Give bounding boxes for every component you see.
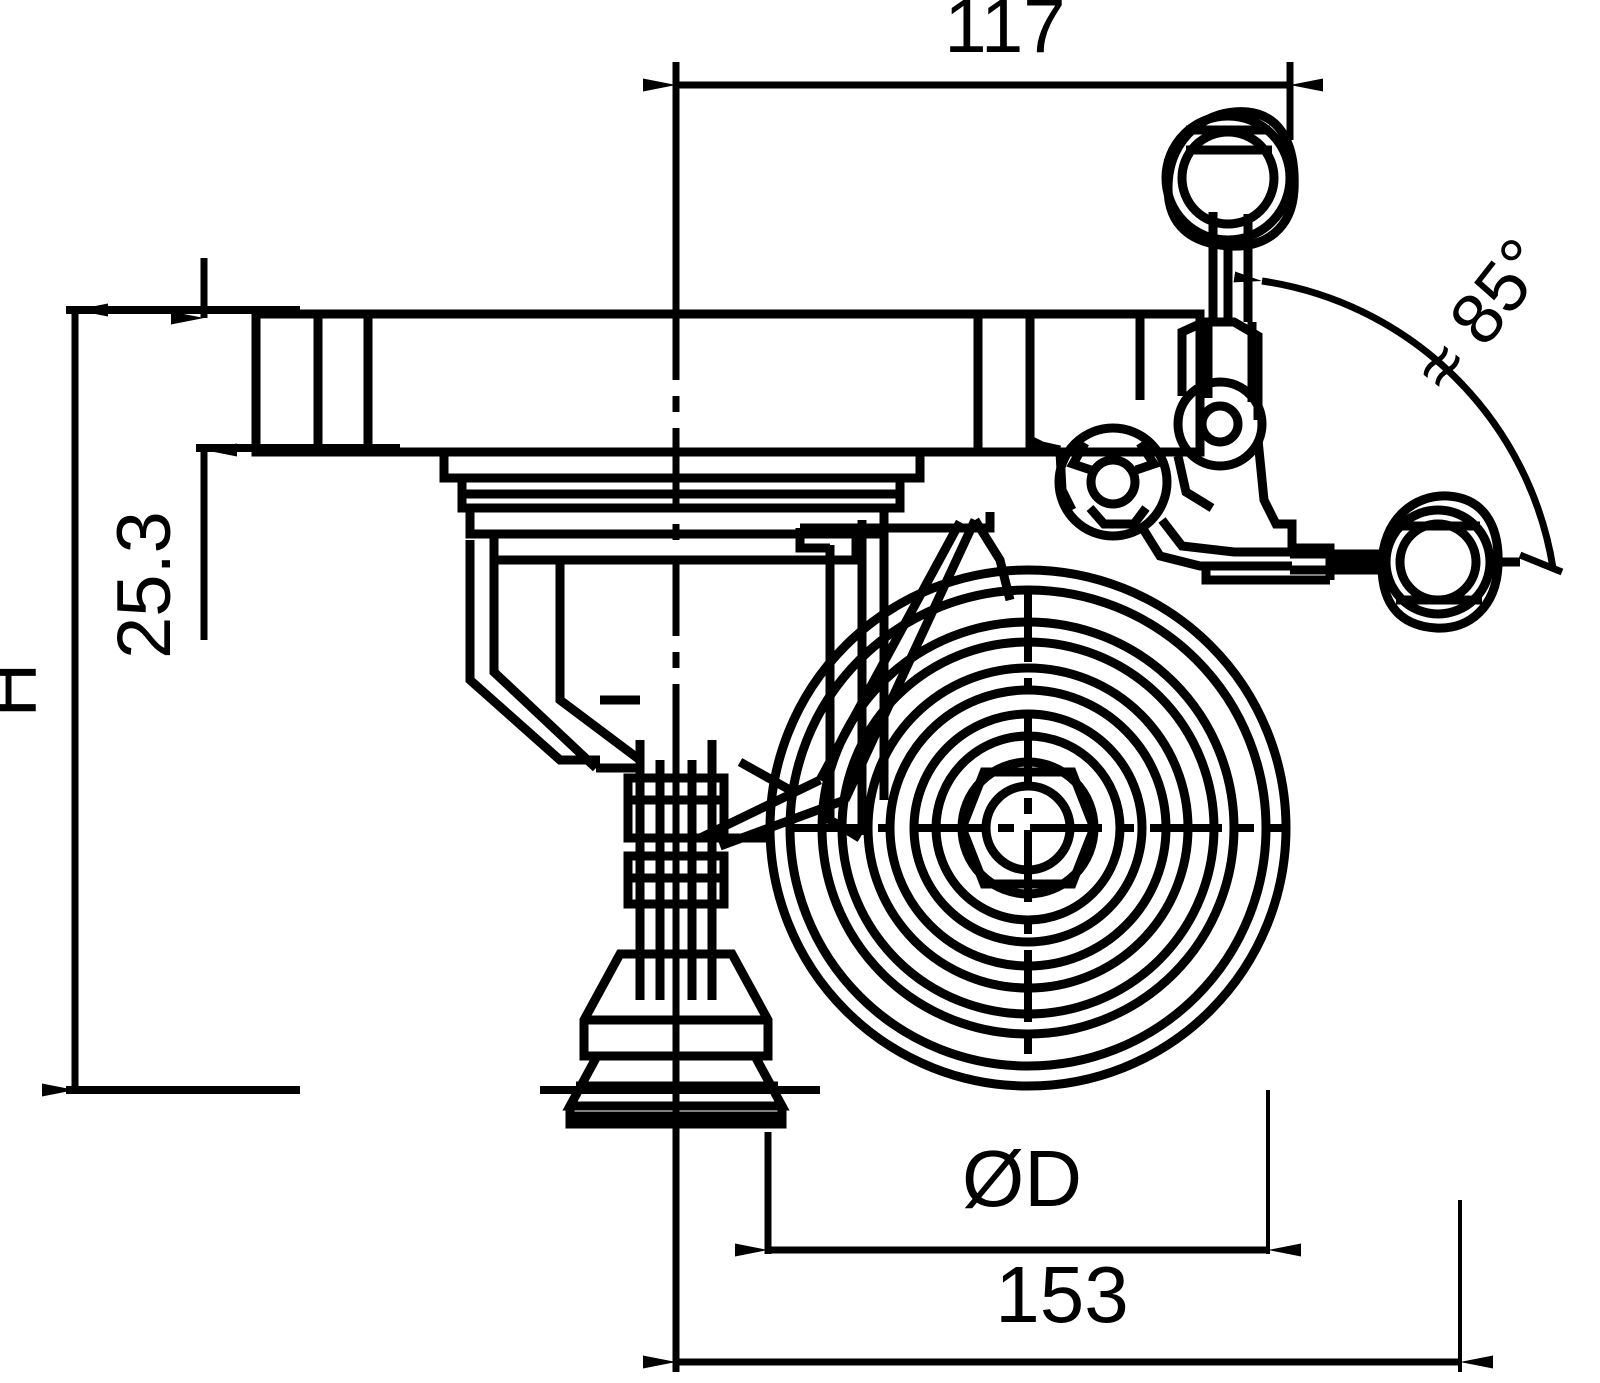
dimension-label-wheel-diameter: ØD: [962, 1134, 1082, 1223]
dimension-angle-85: [1233, 271, 1564, 576]
dimension-label-angle-85: ≈ 85°: [1398, 224, 1565, 406]
swivel-housing: [439, 452, 925, 565]
brake-pedal-released: [1161, 107, 1299, 402]
top-plate: [251, 309, 1205, 457]
dimension-wheel-diameter: [735, 1090, 1301, 1257]
dimension-153: [643, 1100, 1493, 1372]
dimension-label-117: 117: [944, 0, 1065, 69]
dimension-label-153: 153: [995, 1250, 1128, 1339]
dimension-H: [42, 303, 300, 1097]
pedal-engaged-arm: [1290, 549, 1390, 575]
dimension-label-H: H: [0, 663, 53, 718]
leveling-foot: [562, 740, 790, 1130]
fork-details: [596, 695, 793, 843]
brake-linkage: [1027, 317, 1335, 585]
brake-pedal-engaged: [1330, 491, 1520, 633]
dimension-label-25-3: 25.3: [102, 511, 187, 659]
wheel-centerlines: [790, 590, 1290, 1070]
dimension-117: [643, 62, 1323, 318]
